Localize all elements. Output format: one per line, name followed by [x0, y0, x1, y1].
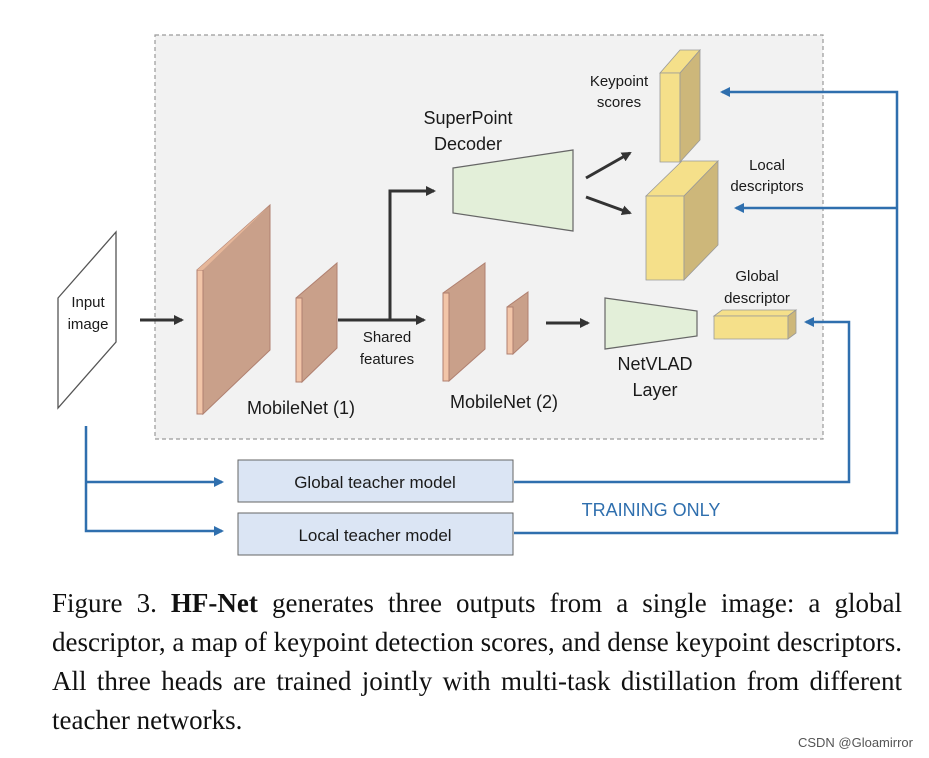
local-label-line1: Local: [749, 157, 785, 174]
watermark: CSDN @Gloamirror: [797, 735, 913, 750]
local-descriptors-block: [645, 160, 719, 281]
caption-prefix: Figure 3.: [52, 588, 171, 618]
caption-bold-title: HF-Net: [170, 588, 258, 618]
shared-features-label-line1: Shared: [363, 329, 411, 346]
local-teacher-box: [237, 512, 514, 556]
mobilenet1-label: MobileNet (1): [247, 398, 355, 418]
input-label-line1: Input: [71, 294, 105, 311]
netvlad-label-line1: NetVLAD: [617, 354, 692, 374]
shared-features-arrows: [338, 186, 436, 325]
keypoint-label-line1: Keypoint: [590, 73, 649, 90]
superpoint-label-line2: Decoder: [434, 134, 502, 154]
netvlad-layer-block: [604, 297, 698, 350]
mobilenet2-label: MobileNet (2): [450, 392, 558, 412]
global-label-line2: descriptor: [724, 290, 790, 307]
input-label-line2: image: [68, 316, 109, 333]
mobilenet2-block-small: [506, 291, 529, 356]
global-teacher-box: [237, 459, 514, 503]
netvlad-label-line2: Layer: [632, 380, 677, 400]
global-descriptor-block: [712, 309, 798, 340]
local-label-line2: descriptors: [730, 178, 803, 195]
mobilenet1-block-large: [196, 203, 271, 416]
arrow-to-keypoint-scores: [585, 151, 632, 180]
local-teacher-label: Local teacher model: [298, 526, 451, 545]
global-teacher-label: Global teacher model: [294, 473, 456, 492]
hfnet-diagram: Input image MobileNet (1) Shared feature…: [57, 34, 899, 556]
figure-caption: Figure 3. HF-Net generates three outputs…: [52, 584, 902, 740]
superpoint-label-line1: SuperPoint: [423, 108, 512, 128]
caption-text: generates three outputs from a single im…: [52, 588, 902, 735]
training-lines: [84, 87, 899, 536]
training-only-label: TRAINING ONLY: [582, 500, 721, 520]
keypoint-label-line2: scores: [597, 94, 641, 111]
input-image: [57, 230, 117, 410]
keypoint-scores-block: [659, 48, 701, 164]
shared-features-label-line2: features: [360, 351, 414, 368]
global-label-line1: Global: [735, 268, 778, 285]
superpoint-decoder-block: [452, 149, 574, 232]
arrow-to-local-descriptors: [585, 195, 632, 215]
mobilenet2-block-large: [442, 262, 486, 383]
mobilenet1-block-small: [295, 261, 338, 384]
